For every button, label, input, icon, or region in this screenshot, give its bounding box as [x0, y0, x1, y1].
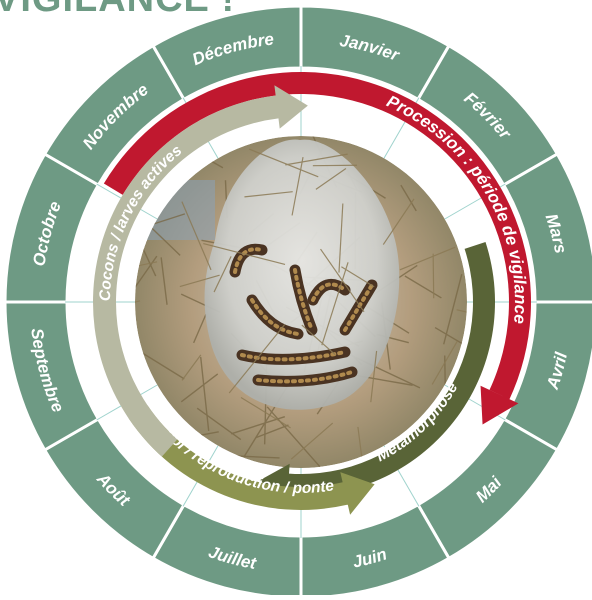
page-title: VIGILANCE ! [0, 0, 235, 21]
